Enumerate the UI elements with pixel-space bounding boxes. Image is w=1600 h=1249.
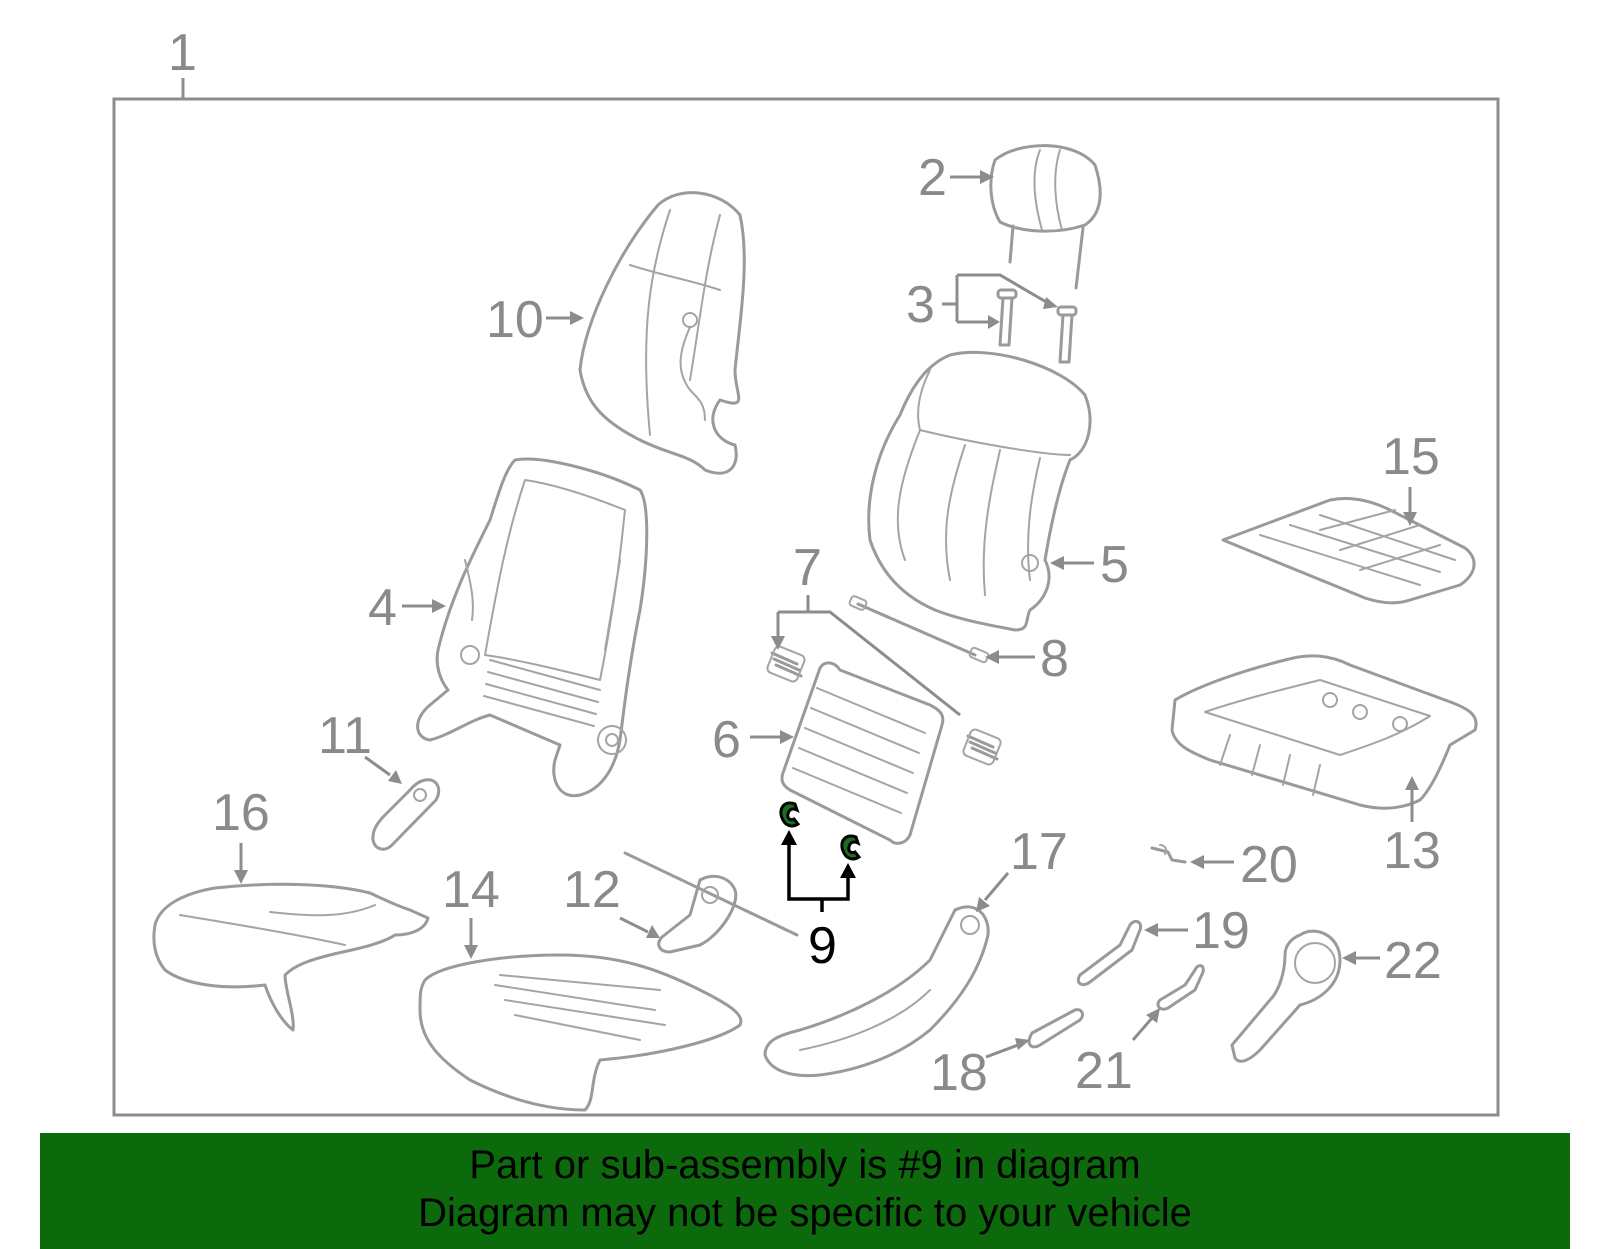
- arrow-5: [1050, 556, 1064, 570]
- part-15-seat-mat[interactable]: [1221, 496, 1476, 605]
- arrow-17: [976, 897, 990, 912]
- callout-4[interactable]: 4: [368, 579, 397, 637]
- part-7-springs[interactable]: [766, 645, 1002, 766]
- callout-2[interactable]: 2: [918, 149, 947, 207]
- part-11-knob[interactable]: [371, 778, 441, 851]
- callout-7[interactable]: 7: [793, 539, 822, 597]
- arrow-22: [1342, 951, 1356, 965]
- arrow-7a: [771, 636, 785, 650]
- part-4-seatback-frame[interactable]: [416, 457, 649, 798]
- banner-line-2: Diagram may not be specific to your vehi…: [418, 1191, 1192, 1235]
- callout-17[interactable]: 17: [1010, 823, 1068, 881]
- callout-20[interactable]: 20: [1240, 836, 1298, 894]
- arrow-15: [1403, 512, 1417, 526]
- arrow-21: [1146, 1008, 1160, 1023]
- arrow-3b: [988, 315, 1000, 329]
- part-14-cushion-pad[interactable]: [418, 953, 743, 1112]
- part-17-side-trim[interactable]: [763, 905, 990, 1078]
- callout-22[interactable]: 22: [1384, 932, 1442, 990]
- arrow-8: [985, 650, 999, 664]
- part-13-cushion-frame[interactable]: [1170, 654, 1478, 810]
- leader-12: [619, 916, 649, 934]
- assembly-frame: [112, 97, 1500, 1117]
- arrow-11: [388, 770, 402, 784]
- callout-11[interactable]: 11: [318, 707, 372, 765]
- part-18-small-trim[interactable]: [1027, 1008, 1084, 1049]
- callout-19[interactable]: 19: [1192, 902, 1250, 960]
- callout-18[interactable]: 18: [930, 1044, 988, 1102]
- part-8-rod[interactable]: [848, 595, 990, 664]
- part-3-headrest-guides[interactable]: [996, 288, 1078, 364]
- leader-9: [787, 838, 850, 912]
- arrow-16: [234, 870, 248, 884]
- callout-1[interactable]: 1: [168, 24, 197, 82]
- part-2-headrest[interactable]: [989, 144, 1102, 290]
- arrow-14: [464, 945, 478, 959]
- callout-10[interactable]: 10: [486, 291, 544, 349]
- leader-11: [364, 755, 391, 777]
- part-9-clips[interactable]: [779, 801, 862, 861]
- arrow-19: [1144, 923, 1158, 937]
- callout-16[interactable]: 16: [212, 784, 270, 842]
- leader-7: [776, 595, 961, 717]
- leader-18: [985, 1043, 1019, 1059]
- callout-9[interactable]: 9: [808, 917, 837, 975]
- part-22-recliner-cover[interactable]: [1230, 929, 1342, 1063]
- part-20-clip[interactable]: [1150, 844, 1187, 864]
- callout-5[interactable]: 5: [1100, 536, 1129, 594]
- arrow-2: [980, 170, 994, 184]
- banner-line-1: Part or sub-assembly is #9 in diagram: [469, 1143, 1141, 1187]
- arrow-4: [432, 599, 446, 613]
- callout-14[interactable]: 14: [442, 861, 500, 919]
- arrow-12: [646, 925, 660, 938]
- arrow-10: [570, 311, 584, 325]
- callout-3[interactable]: 3: [906, 276, 935, 334]
- leader-3: [942, 273, 1049, 324]
- arrow-3a: [1043, 297, 1058, 309]
- leader-21: [1131, 1017, 1154, 1041]
- callout-15[interactable]: 15: [1382, 428, 1440, 486]
- part-16-cushion-cover[interactable]: [152, 882, 430, 1032]
- leader-17: [983, 872, 1010, 901]
- arrow-9b: [840, 863, 856, 878]
- arrow-18: [1015, 1038, 1030, 1050]
- arrow-20: [1190, 855, 1204, 869]
- callout-21[interactable]: 21: [1075, 1042, 1133, 1100]
- part-5-seatback-pad[interactable]: [867, 350, 1092, 632]
- arrow-6: [780, 730, 794, 744]
- callout-13[interactable]: 13: [1383, 822, 1441, 880]
- part-12-recliner-rod[interactable]: [623, 851, 799, 954]
- callout-8[interactable]: 8: [1040, 630, 1069, 688]
- info-banner: Part or sub-assembly is #9 in diagram Di…: [40, 1133, 1570, 1249]
- part-19-bracket[interactable]: [1076, 919, 1143, 987]
- part-10-seatback-cover[interactable]: [578, 191, 746, 475]
- arrow-13: [1405, 776, 1419, 790]
- callout-12[interactable]: 12: [563, 861, 621, 919]
- part-6-lumbar-support[interactable]: [780, 661, 945, 845]
- callout-6[interactable]: 6: [712, 711, 741, 769]
- part-21-small-lever[interactable]: [1156, 964, 1205, 1011]
- arrow-9a: [781, 830, 797, 845]
